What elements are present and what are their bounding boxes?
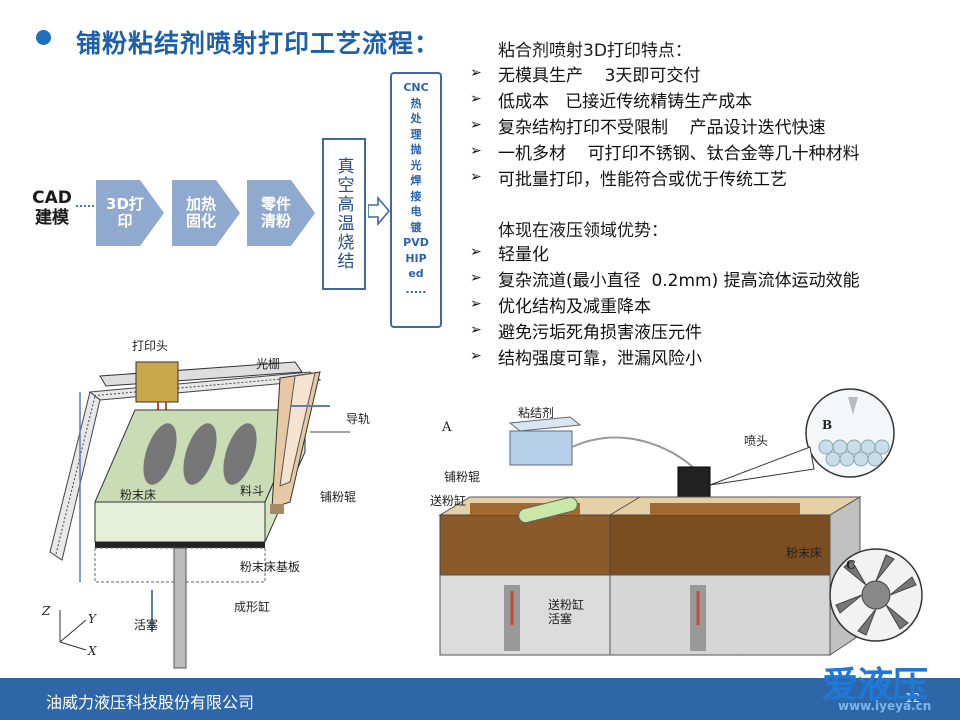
label-grating: 光栅 [256,357,281,371]
arrow-bullet-icon: ➢ [470,117,482,133]
arrow-bullet-icon: ➢ [470,348,482,364]
page-title: 铺粉粘结剂喷射打印工艺流程： [76,29,441,58]
arrow-bullet-icon: ➢ [470,143,482,159]
label-build-cylinder: 成形缸 [234,600,271,614]
label-panel-b: B [822,418,833,432]
dotted-connector [76,205,98,207]
post-process-item: ed [408,267,424,280]
post-process-item: HIP [405,251,427,265]
watermark-logo: 爱液压 [822,665,928,706]
label-print-head: 打印头 [132,339,169,353]
company-name: 油威力液压科技股份有限公司 [46,693,255,712]
label-feed-cylinder: 送粉缸 [430,494,467,508]
label-binder: 粘结剂 [518,406,555,420]
post-process-item: 光 [410,158,422,172]
arrow-bullet-icon: ➢ [470,169,482,185]
label-bed-plate: 粉末床基板 [240,560,301,574]
process-start-cad: CAD 建模 [32,188,72,228]
list-item: ➢结构强度可靠，泄漏风险小 [470,348,702,369]
post-process-item: ..... [405,282,427,296]
post-process-item: PVD [403,236,429,249]
label-panel-a: A [442,420,452,435]
label-piston: 活塞 [134,618,159,632]
post-process-item: CNC [403,81,429,94]
list-item: ➢复杂流道(最小直径 0.2mm) 提高流体运动效能 [470,270,860,291]
label-roller: 铺粉辊 [320,490,357,504]
label-nozzle: 喷头 [744,434,769,448]
label-rail: 导轨 [346,412,371,426]
features-heading: 粘合剂喷射3D打印特点： [498,41,692,61]
arrow-bullet-icon: ➢ [470,91,482,107]
arrow-bullet-icon: ➢ [470,270,482,286]
label-axis-y: Y [88,612,96,626]
list-item: ➢轻量化 [470,244,549,265]
post-process-item: 电 [410,205,422,218]
label-feed-piston: 送粉缸 活塞 [548,598,585,626]
list-item: ➢复杂结构打印不受限制 产品设计迭代快速 [470,117,826,138]
list-item: ➢可批量打印，性能符合或优于传统工艺 [470,169,787,190]
printer-diagram [49,361,350,669]
process-step-print: 3D打印 [96,180,164,246]
binder-jet-diagram [438,388,923,656]
post-process-item: 热 [410,96,422,110]
post-process-item: 理 [410,127,422,141]
post-process-item: 焊 [410,174,422,187]
features-list: ➢无模具生产 3天即可交付 ➢低成本 已接近传统精铸生产成本 ➢复杂结构打印不受… [470,60,860,190]
post-process-item: 镀 [410,220,422,234]
title-bullet [36,30,51,45]
chevron-arrow-icon [247,180,315,246]
label-panel-c: C [846,558,856,572]
advantages-heading: 体现在液压领域优势： [498,221,668,241]
list-item: ➢低成本 已接近传统精铸生产成本 [470,91,753,112]
arrow-bullet-icon: ➢ [470,296,482,312]
chevron-arrow-icon [96,180,164,246]
post-process-item: 抛 [410,143,422,156]
list-item: ➢一机多材 可打印不锈钢、钛合金等几十种材料 [470,143,860,164]
label-right-roller: 铺粉辊 [444,470,481,484]
list-item: ➢优化结构及减重降本 [470,296,651,317]
flow-arrow-icon [368,196,390,226]
process-step-cure: 加热固化 [172,180,240,246]
post-process-item: 处 [410,112,422,125]
label-axis-x: X [88,644,97,658]
advantages-list: ➢轻量化 ➢复杂流道(最小直径 0.2mm) 提高流体运动效能 ➢优化结构及减重… [470,239,860,369]
watermark-url: www.iyeya.cn [838,699,932,713]
label-powder-bed: 粉末床 [120,488,157,502]
footer-bar: 油威力液压科技股份有限公司 12 [0,678,960,720]
process-step-depowder: 零件清粉 [247,180,315,246]
label-hopper: 料斗 [240,484,265,498]
arrow-bullet-icon: ➢ [470,65,482,81]
list-item: ➢无模具生产 3天即可交付 [470,65,701,86]
process-step-sintering: 真空高温烧结 [322,138,366,290]
post-process-item: 接 [410,189,422,203]
list-item: ➢避免污垢死角损害液压元件 [470,322,702,343]
arrow-bullet-icon: ➢ [470,244,482,260]
page-number: 12 [905,691,921,705]
arrow-bullet-icon: ➢ [470,322,482,338]
process-step-post: CNC 热处理抛光焊接电镀 PVD HIP ed..... [390,72,442,328]
chevron-arrow-icon [172,180,240,246]
label-axis-z: Z [42,604,51,618]
label-right-powder-bed: 粉末床 [786,546,823,560]
